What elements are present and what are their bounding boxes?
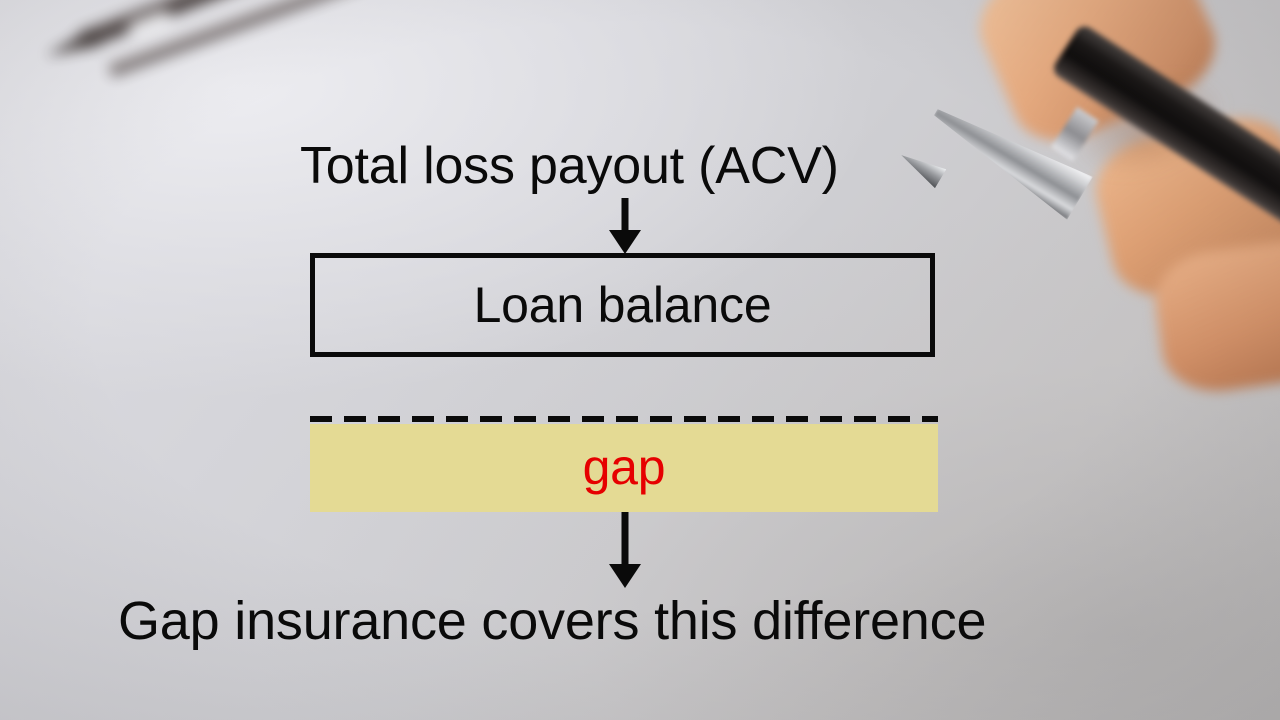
- arrow-shaft: [621, 198, 629, 232]
- arrow-head: [609, 564, 641, 588]
- bottom-caption-gap-insurance: Gap insurance covers this difference: [118, 591, 987, 651]
- loan-balance-label: Loan balance: [473, 277, 772, 333]
- arrow-head: [609, 230, 641, 254]
- arrow-down-icon-bottom: [609, 512, 641, 592]
- gap-band: gap: [310, 424, 938, 512]
- loan-balance-box: Loan balance: [310, 253, 935, 357]
- arrow-down-icon-top: [609, 198, 641, 254]
- top-caption-total-loss-payout: Total loss payout (ACV): [300, 137, 839, 195]
- arrow-shaft: [621, 512, 629, 566]
- gap-label: gap: [582, 439, 666, 495]
- dashed-separator-line: [310, 416, 938, 422]
